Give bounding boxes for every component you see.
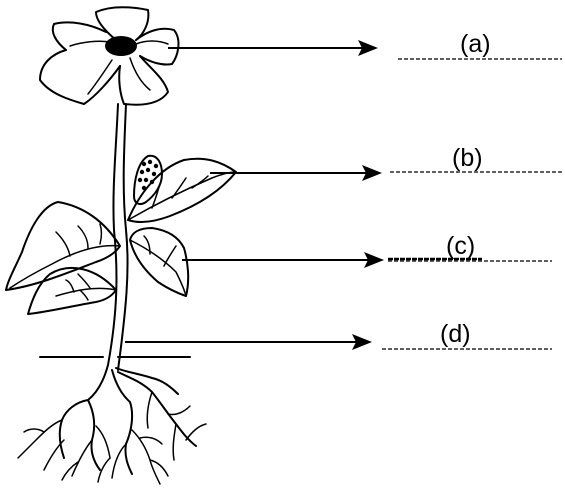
arrow-b <box>210 165 382 181</box>
upper-right-leaf <box>128 159 236 222</box>
upper-left-leaf <box>6 202 120 290</box>
label-d: (d) <box>440 320 471 348</box>
roots <box>18 365 206 484</box>
arrow-a <box>168 40 378 56</box>
flower <box>40 7 178 104</box>
lower-left-leaf <box>28 268 116 314</box>
arrow-d <box>125 334 372 350</box>
bud <box>134 156 162 204</box>
arrow-c <box>182 252 384 268</box>
label-c: (c) <box>446 232 475 260</box>
right-leaf <box>130 228 188 296</box>
answer-lines <box>382 59 562 349</box>
stem <box>108 104 128 370</box>
label-a: (a) <box>460 30 491 58</box>
label-b: (b) <box>452 144 483 172</box>
